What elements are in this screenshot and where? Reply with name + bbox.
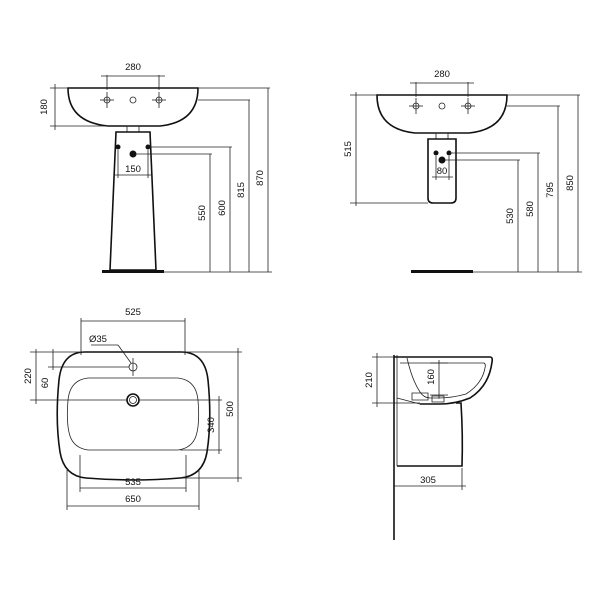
dim-waste-height-1: 550 bbox=[197, 205, 208, 221]
floor-line bbox=[102, 270, 164, 273]
dim-bowl-depth: 340 bbox=[206, 417, 217, 433]
dim-waste-spacing-2: 80 bbox=[437, 166, 448, 177]
dim-overall-width: 650 bbox=[125, 494, 141, 505]
dim-projection: 305 bbox=[420, 475, 436, 486]
front-semi-pedestal-view: 280 515 80 530 580 795 850 bbox=[343, 69, 582, 273]
basin-plan-outline bbox=[56, 351, 211, 481]
dim-waste-height-2-2: 580 bbox=[525, 201, 536, 217]
dim-inner-width: 525 bbox=[125, 307, 141, 318]
floor-line-2 bbox=[411, 270, 473, 273]
dim-back-depth: 220 bbox=[23, 368, 34, 384]
dim-rim-height-2-2: 850 bbox=[565, 175, 576, 191]
basin-outline bbox=[67, 87, 199, 127]
dim-tap-spacing-2: 280 bbox=[434, 69, 450, 80]
semi-pedestal-side bbox=[397, 402, 464, 467]
dim-tap-offset: 60 bbox=[40, 378, 51, 389]
dim-overall-depth: 500 bbox=[225, 401, 236, 417]
tap-hole-center bbox=[129, 96, 137, 104]
basin-side-outline bbox=[394, 356, 494, 405]
bowl-plan-outline bbox=[66, 377, 200, 451]
dim-rim-height-1-2: 795 bbox=[545, 182, 556, 198]
waste-trap bbox=[126, 125, 140, 133]
dim-rim-height-1: 815 bbox=[236, 182, 247, 198]
dim-tap-hole: Ø35 bbox=[89, 334, 107, 345]
dim-bowl-width: 535 bbox=[125, 477, 141, 488]
front-pedestal-view: 280 180 150 550 600 815 870 bbox=[39, 62, 272, 273]
side-view: 210 160 305 bbox=[364, 353, 494, 540]
dim-basin-depth: 515 bbox=[343, 141, 354, 157]
dim-waste-height-1-2: 530 bbox=[505, 208, 516, 224]
dim-waste-height-2: 600 bbox=[217, 200, 228, 216]
waste-plan bbox=[126, 393, 140, 407]
dim-rim-height-2: 870 bbox=[255, 170, 266, 186]
dim-tap-spacing: 280 bbox=[125, 62, 141, 73]
dim-waste-spacing: 150 bbox=[125, 164, 141, 175]
basin-outline-2 bbox=[376, 94, 508, 134]
plan-view: 525 Ø35 220 60 340 500 535 650 bbox=[23, 307, 242, 510]
dim-side-height: 210 bbox=[364, 372, 375, 388]
dim-inner-height: 160 bbox=[426, 369, 437, 385]
dim-basin-height: 180 bbox=[39, 99, 50, 115]
semi-pedestal-outline bbox=[427, 138, 457, 204]
